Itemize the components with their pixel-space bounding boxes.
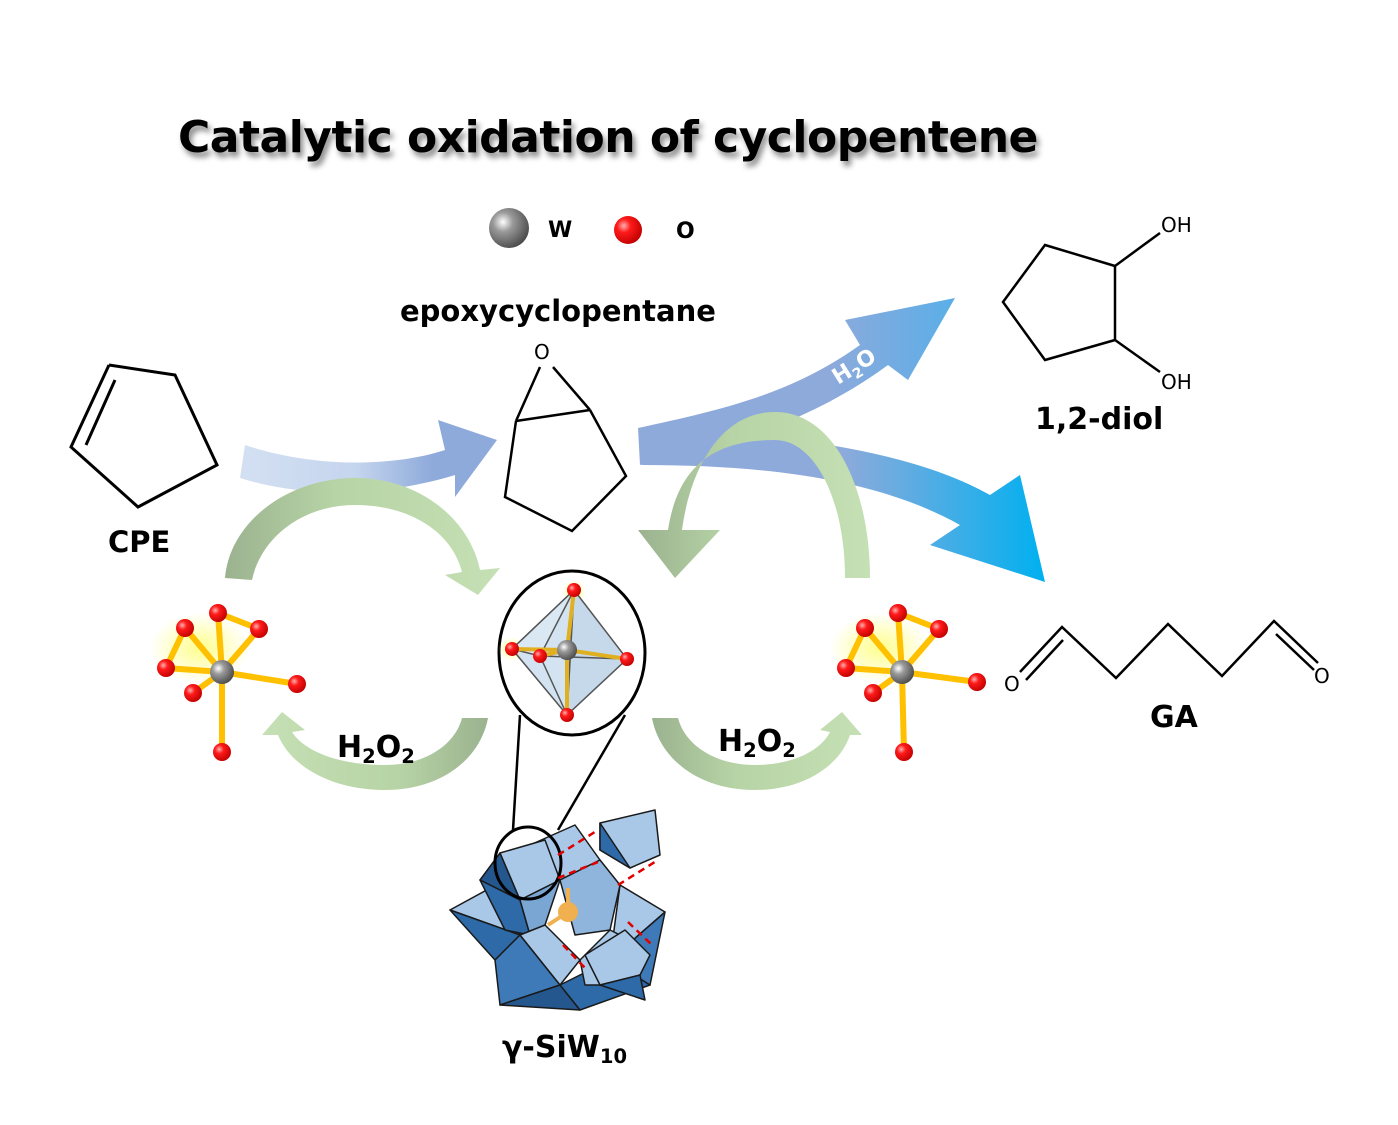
- peroxide-right-o: O: [756, 724, 783, 759]
- peroxo-complex-right: [830, 604, 986, 761]
- legend-label-tungsten: W: [548, 218, 573, 243]
- diol-structure: [1001, 231, 1161, 374]
- peroxide-right-sub1: 2: [743, 738, 757, 762]
- epoxide-label: epoxycyclopentane: [400, 294, 716, 328]
- green-arc-right-top: [638, 412, 870, 578]
- peroxide-right-h: H: [718, 724, 744, 759]
- diol-label: 1,2-diol: [1035, 402, 1164, 437]
- green-arc-left-bottom: [262, 712, 488, 790]
- peroxide-right-sub2: 2: [782, 738, 796, 762]
- arrow-cpe-to-epoxide: [240, 420, 497, 497]
- diol-oh-top: OH: [1161, 213, 1192, 237]
- siw10-cluster: [449, 809, 666, 1011]
- catalyst-label: γ-SiW10: [502, 1030, 627, 1068]
- arrow-epoxide-to-diol: [638, 298, 955, 465]
- legend-label-oxygen: O: [676, 219, 695, 244]
- ga-oxygen-right: O: [1314, 664, 1330, 688]
- cpe-structure: [69, 363, 219, 509]
- ga-oxygen-left: O: [1004, 672, 1020, 696]
- catalyst-label-main: γ-SiW: [502, 1030, 600, 1065]
- cpe-label: CPE: [108, 525, 171, 559]
- epoxide-structure: [503, 366, 628, 533]
- epoxide-oxygen-atom: O: [534, 340, 550, 364]
- page-title: Catalytic oxidation of cyclopentene: [178, 112, 1038, 163]
- ga-structure: [1019, 619, 1319, 681]
- peroxide-left-o: O: [375, 730, 402, 765]
- peroxide-left-sub1: 2: [362, 744, 376, 768]
- oxygen-legend-sphere-icon: [614, 216, 642, 244]
- peroxide-label-right: H2O2: [718, 724, 796, 762]
- octahedron-inset: [497, 569, 647, 737]
- green-arc-left-top: [225, 478, 500, 595]
- tungsten-legend-sphere-icon: [489, 208, 529, 248]
- legend: [489, 208, 642, 248]
- zoom-lines: [511, 714, 627, 831]
- peroxide-left-sub2: 2: [401, 744, 415, 768]
- ga-label: GA: [1150, 700, 1198, 735]
- diol-oh-bottom: OH: [1161, 370, 1192, 394]
- peroxo-complex-left: [150, 604, 306, 761]
- catalyst-label-sub: 10: [599, 1044, 628, 1068]
- peroxide-label-left: H2O2: [337, 730, 415, 768]
- green-arc-right-bottom: [652, 712, 862, 790]
- arrow-epoxide-to-ga: [640, 430, 1045, 582]
- peroxide-left-h: H: [337, 730, 363, 765]
